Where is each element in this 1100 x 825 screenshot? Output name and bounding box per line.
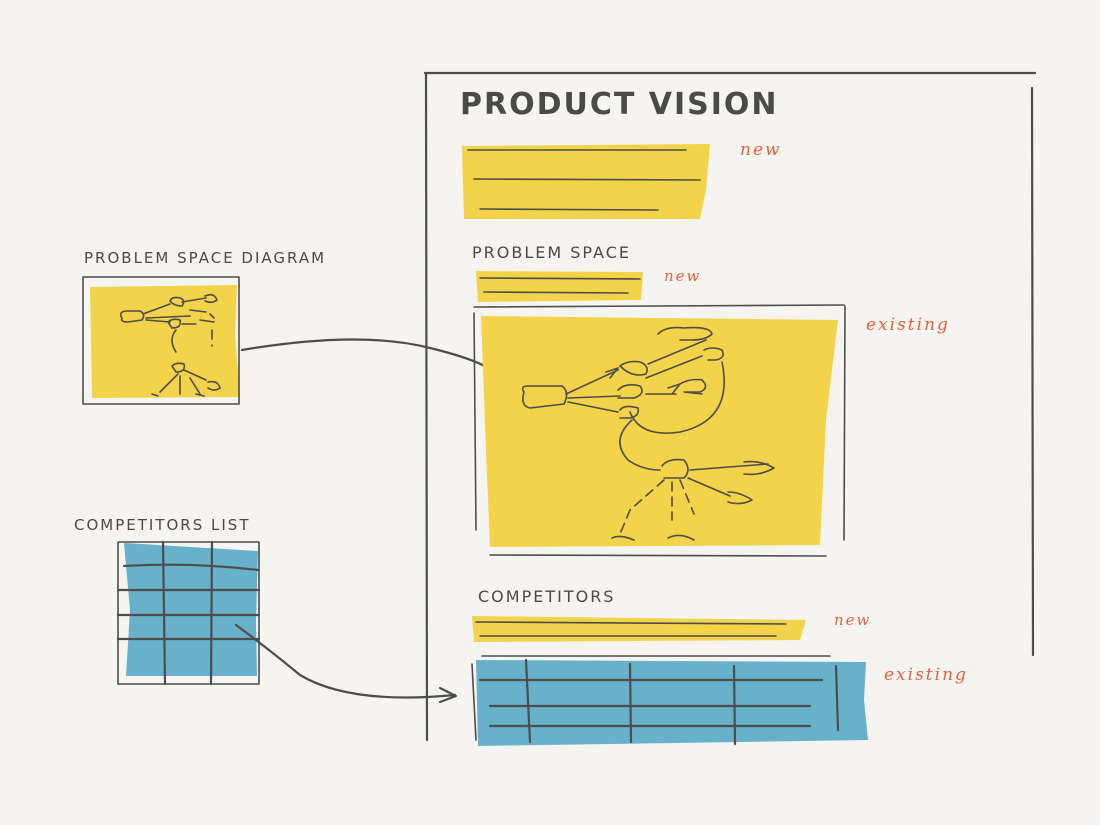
- problem-space-heading: PROBLEM SPACE: [472, 243, 631, 262]
- competitors-table: [471, 658, 868, 746]
- product-vision-document: PRODUCT VISION new PROBLEM SPACE new: [423, 71, 1037, 746]
- competitors-table-thumbnail: [116, 540, 261, 686]
- competitors-list-label: COMPETITORS LIST: [74, 516, 250, 534]
- note-vision-new: new: [740, 140, 782, 160]
- note-diagram-existing: existing: [866, 315, 950, 335]
- diagram-link-arrow: [240, 338, 501, 384]
- problem-space-text-block: [476, 271, 643, 302]
- graph-icon: [521, 326, 775, 541]
- problem-diagram-thumbnail: [82, 276, 240, 405]
- note-problem-new: new: [664, 267, 701, 285]
- document-title: PRODUCT VISION: [460, 87, 779, 122]
- note-table-existing: existing: [884, 665, 968, 685]
- problem-space-diagram: [473, 304, 846, 557]
- problem-space-diagram-label: PROBLEM SPACE DIAGRAM: [84, 249, 326, 267]
- table-link-arrow: [234, 623, 458, 704]
- vision-text-block: [462, 144, 710, 219]
- mini-graph-icon: [119, 293, 221, 397]
- note-competitors-new: new: [834, 611, 871, 629]
- competitors-text-block: [472, 616, 831, 657]
- competitors-heading: COMPETITORS: [478, 587, 615, 606]
